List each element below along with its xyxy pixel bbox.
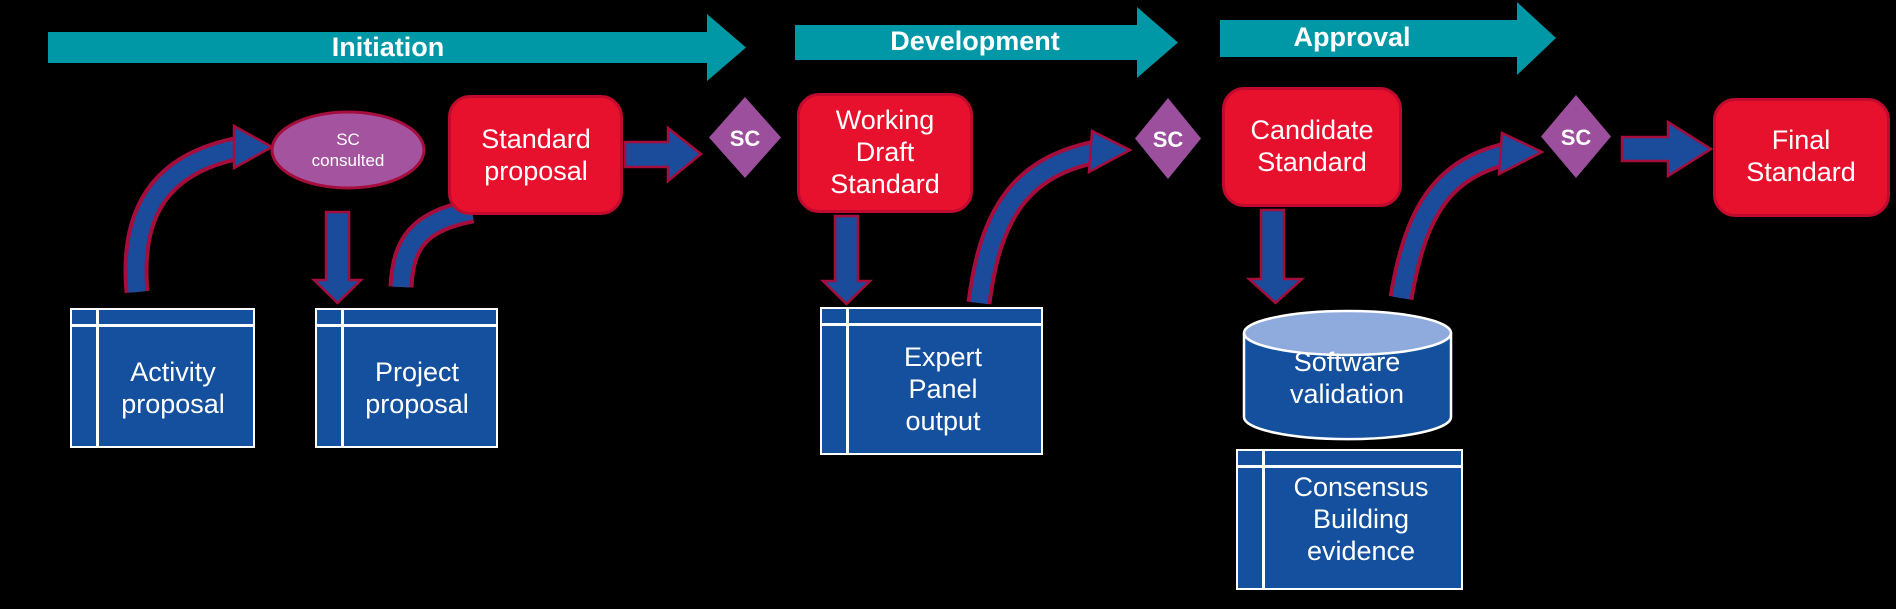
arrow-candidate-to-software-validation bbox=[1245, 208, 1306, 305]
activity-proposal-table bbox=[70, 308, 255, 448]
sc-gate-3-diamond bbox=[1541, 95, 1611, 178]
software-validation-cylinder bbox=[1242, 309, 1453, 441]
arrow-sc-gate-3-to-final-standard bbox=[1620, 119, 1714, 179]
final-standard-box bbox=[1713, 98, 1890, 217]
sc-gate-2-diamond bbox=[1135, 98, 1201, 179]
curved-arrow-expert-panel-to-sc-gate-2 bbox=[966, 129, 1133, 305]
arrow-wds-to-expert-panel bbox=[819, 214, 874, 306]
phase-arrow-development bbox=[795, 7, 1178, 78]
phase-arrow-initiation bbox=[48, 14, 746, 81]
arrow-sc-consulted-to-project-proposal bbox=[310, 210, 365, 305]
curved-arrow-activity-to-sc-consulted bbox=[123, 123, 275, 294]
sc-consulted-ellipse bbox=[270, 110, 426, 190]
working-draft-standard-box bbox=[797, 93, 973, 213]
curved-arrow-software-validation-to-sc-gate-3 bbox=[1388, 131, 1545, 301]
consensus-building-evidence-table bbox=[1236, 449, 1463, 590]
curved-arrow-project-to-standard-proposal bbox=[388, 198, 475, 288]
arrow-standard-proposal-to-sc-gate-1 bbox=[623, 125, 703, 184]
project-proposal-table bbox=[315, 308, 498, 448]
expert-panel-output-table bbox=[820, 307, 1043, 455]
candidate-standard-box bbox=[1222, 87, 1402, 207]
standard-proposal-box bbox=[448, 95, 623, 215]
sc-gate-1-diamond bbox=[709, 97, 781, 178]
phase-arrow-approval bbox=[1220, 2, 1556, 75]
